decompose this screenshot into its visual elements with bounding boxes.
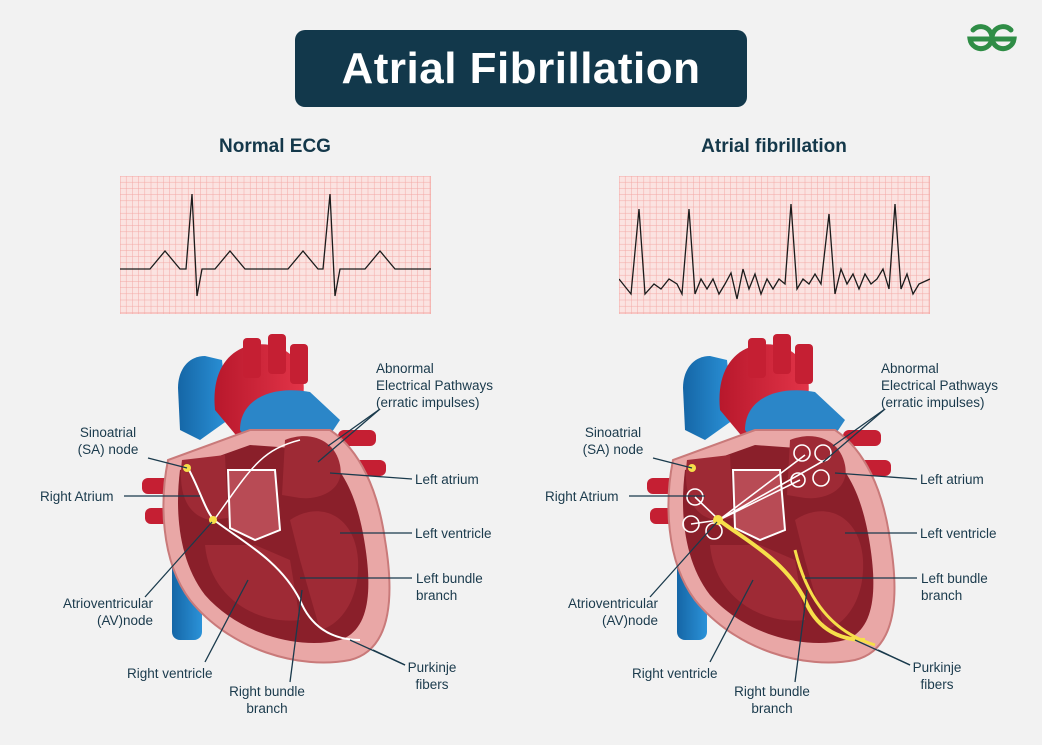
label-abnormal-pathways-left: Abnormal Electrical Pathways (erratic im… xyxy=(376,361,494,410)
label-purkinje-left: Purkinje fibers xyxy=(407,660,457,692)
left-ventricle xyxy=(290,511,359,630)
right-ventricle xyxy=(205,545,300,621)
label-left-ventricle-left: Left ventricle xyxy=(415,526,492,541)
normal-heart xyxy=(142,334,391,664)
label-left-atrium-left: Left atrium xyxy=(415,472,479,487)
label-av-node-right: Atrioventricular (AV)node xyxy=(567,596,658,628)
conduction-path xyxy=(187,467,361,641)
right-atrium xyxy=(180,455,228,520)
normal-ecg-title: Normal ECG xyxy=(219,136,331,157)
geeksforgeeks-logo-icon xyxy=(967,24,1017,52)
normal-ecg-strip xyxy=(120,176,431,314)
label-right-ventricle-right: Right ventricle xyxy=(632,666,718,681)
av-node xyxy=(209,516,217,524)
label-right-ventricle-left: Right ventricle xyxy=(127,666,213,681)
aorta-branch-3 xyxy=(290,344,308,384)
label-sa-node-left: Sinoatrial (SA) node xyxy=(77,425,139,457)
aorta-branch-1 xyxy=(243,338,261,378)
ecg-grid-background xyxy=(619,176,930,314)
aorta-branch-2 xyxy=(268,334,286,374)
label-right-bundle-left: Right bundle branch xyxy=(229,684,305,716)
label-left-bundle-right: Left bundle branch xyxy=(921,571,988,603)
superior-vena-cava xyxy=(178,356,228,440)
label-left-ventricle-right: Left ventricle xyxy=(920,526,997,541)
title-banner: Atrial Fibrillation xyxy=(295,30,747,107)
label-right-bundle-right: Right bundle branch xyxy=(734,684,810,716)
normal-ecg-trace xyxy=(120,193,431,297)
label-abnormal-pathways-right: Abnormal Electrical Pathways (erratic im… xyxy=(881,361,999,410)
label-av-node-left: Atrioventricular (AV)node xyxy=(62,596,153,628)
septum xyxy=(226,469,282,542)
afib-ecg-title: Atrial fibrillation xyxy=(701,136,847,157)
label-purkinje-right: Purkinje fibers xyxy=(912,660,962,692)
label-left-atrium-right: Left atrium xyxy=(920,472,984,487)
afib-heart xyxy=(647,334,896,664)
label-sa-node-right: Sinoatrial (SA) node xyxy=(582,425,644,457)
afib-ecg-trace xyxy=(619,203,930,300)
label-right-atrium-right: Right Atrium xyxy=(545,489,619,504)
afib-ecg-strip xyxy=(619,176,930,314)
label-right-atrium-left: Right Atrium xyxy=(40,489,114,504)
page-title: Atrial Fibrillation xyxy=(341,43,701,93)
erratic-impulses xyxy=(682,444,832,540)
sa-node xyxy=(183,464,191,472)
ecg-grid-background xyxy=(120,176,431,314)
label-left-bundle-left: Left bundle branch xyxy=(416,571,483,603)
